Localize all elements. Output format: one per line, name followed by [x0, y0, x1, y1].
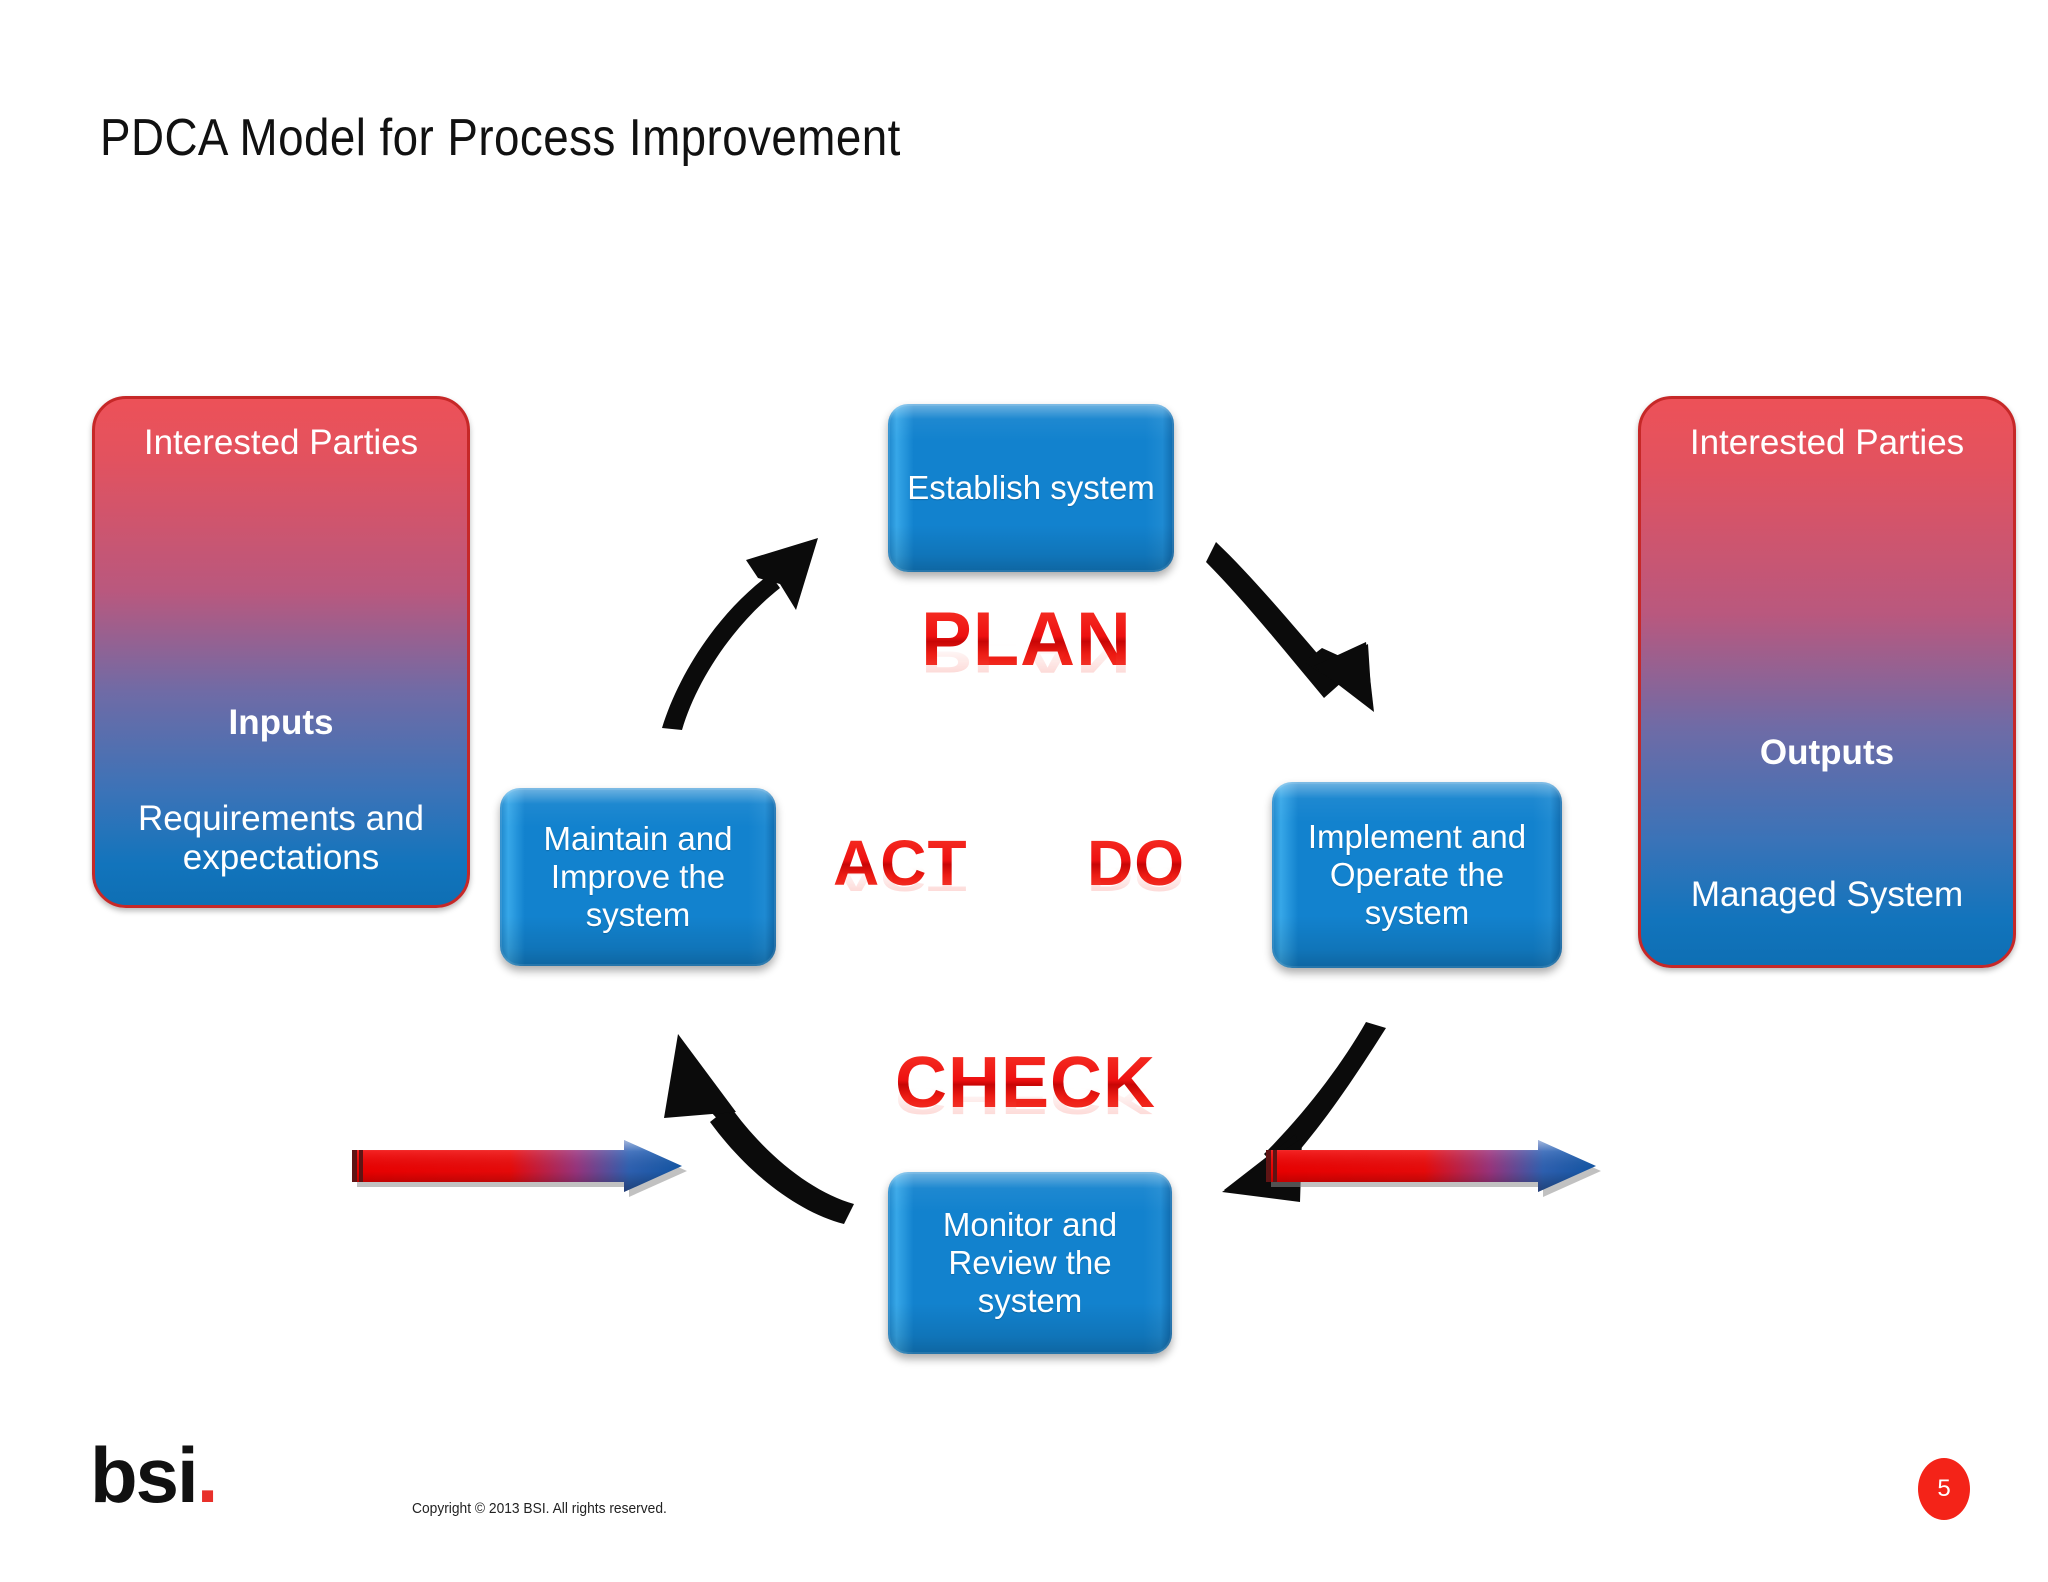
copyright-text: Copyright © 2013 BSI. All rights reserve… — [412, 1500, 667, 1517]
bsi-logo: bsi. — [90, 1436, 218, 1514]
panel-left-inputs-label: Inputs — [228, 703, 334, 742]
interested-parties-panel-right: Interested Parties Outputs Managed Syste… — [1638, 396, 2016, 968]
process-box-label: Implement and Operate the system — [1307, 817, 1527, 932]
process-box-implement-operate-system[interactable]: Implement and Operate the system — [1272, 782, 1562, 968]
curved-arrow-plan-to-do — [1206, 542, 1374, 712]
cycle-word-act: ACT — [833, 826, 968, 900]
panel-left-top-label: Interested Parties — [143, 423, 419, 462]
panel-right-outputs-label: Outputs — [1759, 733, 1895, 772]
curved-arrow-act-to-plan — [662, 538, 818, 730]
process-box-label: Maintain and Improve the system — [543, 819, 733, 934]
panel-right-top-label: Interested Parties — [1689, 423, 1965, 462]
process-box-establish-system[interactable]: Establish system — [888, 404, 1174, 572]
process-box-maintain-improve-system[interactable]: Maintain and Improve the system — [500, 788, 776, 966]
interested-parties-panel-left: Interested Parties Inputs Requirements a… — [92, 396, 470, 908]
bsi-logo-text: bsi — [90, 1431, 199, 1519]
cycle-word-check: CHECK — [895, 1042, 1156, 1124]
curved-arrow-check-to-act — [664, 1034, 854, 1224]
process-box-monitor-review-system[interactable]: Monitor and Review the system — [888, 1172, 1172, 1354]
gradient-arrow-inputs — [352, 1140, 687, 1197]
cycle-word-do: DO — [1087, 826, 1185, 900]
panel-right-bottom-label: Managed System — [1690, 875, 1964, 914]
process-box-label: Monitor and Review the system — [942, 1205, 1118, 1320]
cycle-word-plan: PLAN — [921, 596, 1132, 683]
process-box-label: Establish system — [907, 468, 1155, 506]
panel-left-bottom-label: Requirements and expectations — [138, 799, 424, 878]
bsi-logo-dot: . — [196, 1431, 219, 1519]
page-number-badge: 5 — [1918, 1458, 1970, 1520]
page-title: PDCA Model for Process Improvement — [100, 109, 901, 167]
gradient-arrow-outputs — [1266, 1140, 1601, 1197]
